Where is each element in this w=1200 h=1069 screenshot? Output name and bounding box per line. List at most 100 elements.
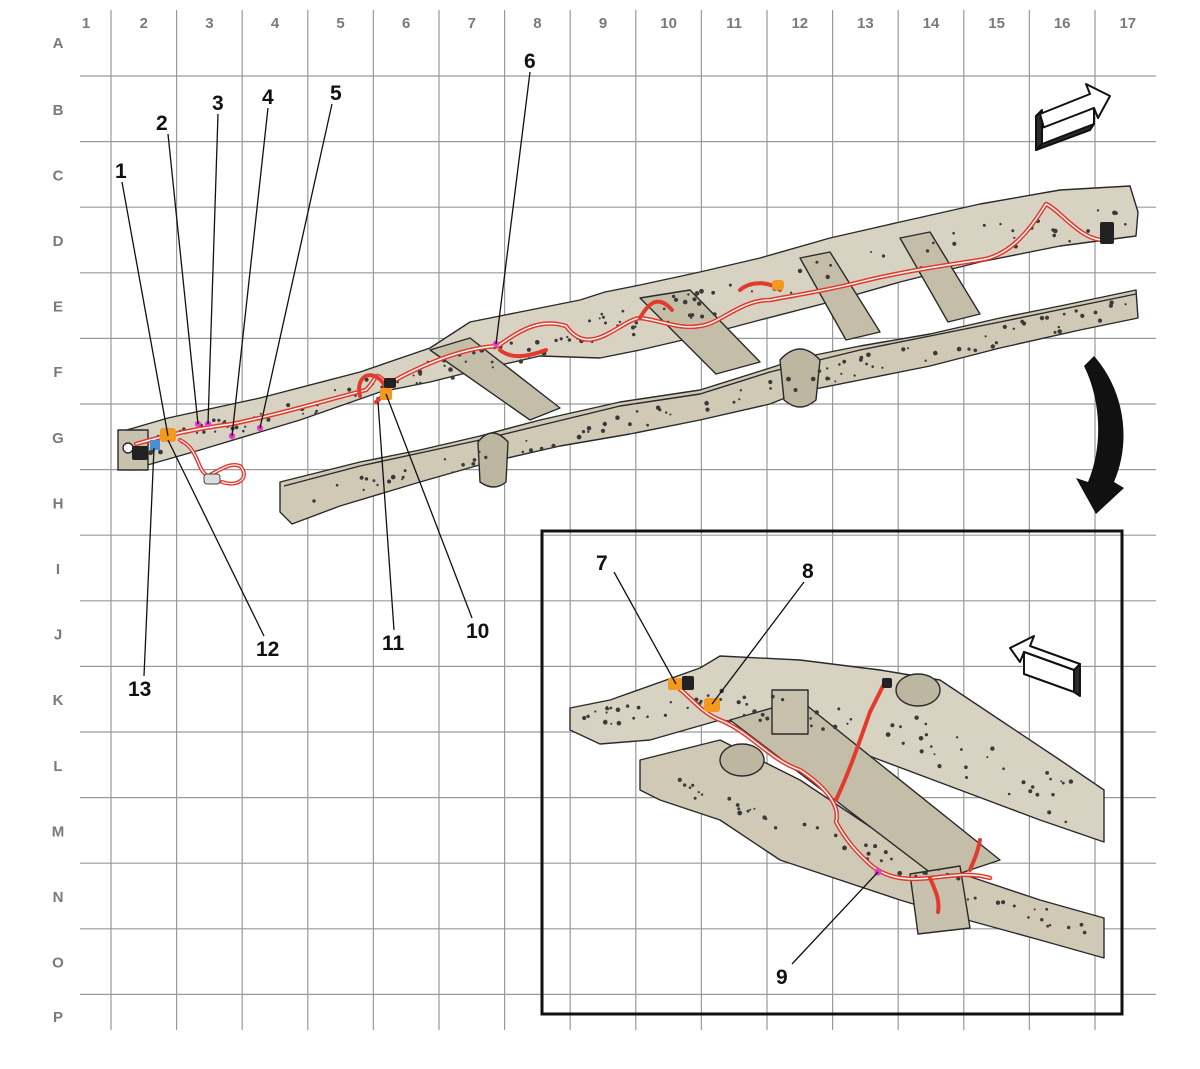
frame-rivet [450,375,455,380]
harness-front-loop-outline [179,439,245,485]
inset-bracket-block [771,689,809,735]
frame-rivet [214,430,217,433]
frame-rivet [594,710,597,713]
grid-column-label: 7 [468,15,476,32]
frame-rivet [1082,930,1087,935]
inset-rear-frame [569,655,1105,959]
frame-rivet [525,439,528,442]
frame-rivet [1007,792,1011,796]
frame-rivet [217,418,221,422]
frame-rivet [781,698,785,702]
frame-rivet [973,348,978,353]
frame-rivet [746,809,750,813]
frame-rivet [195,431,199,434]
frame-rivet [688,786,692,789]
frame-rivet [770,694,775,699]
frame-rivet [764,817,768,820]
frame-rivet [960,748,963,751]
grid-column-label: 9 [599,15,607,32]
frame-rivet [737,807,741,811]
frame-rivet [885,732,891,737]
inset-frame-rail-bottom [639,739,1105,959]
frame-rivet [529,448,533,453]
inset-frame-rail-top [569,655,1105,843]
frame-rivet [1074,309,1078,313]
frame-rivet [817,369,822,373]
cross-member-2 [639,289,761,375]
callout-1: 1 [115,160,127,183]
ground-point-13 [150,440,160,450]
frame-rivet [315,409,318,413]
frame-rivet [669,413,672,416]
frame-rivet [829,263,832,267]
frame-rivet [259,412,262,415]
frame-rivet [576,434,582,440]
frame-rivet [1012,904,1016,908]
frame-rivet [873,844,878,849]
frame-rivet [588,319,591,323]
frame-rivet [266,417,271,422]
rear-spring-bracket [779,348,821,408]
frame-rivet [697,791,700,794]
frame-rivet [669,701,672,704]
grid-column-label: 17 [1119,15,1136,32]
frame-rivet [212,418,216,423]
frame-rivet [1109,300,1114,305]
frame-rivet [1002,324,1007,329]
frame-rivet [849,718,853,721]
frame-rivet [610,722,613,725]
connector-loop-end [203,473,221,485]
frame-rivet [665,411,668,414]
callout-2: 2 [156,112,168,135]
frame-rivet [821,727,825,731]
grid-row-label: H [53,495,64,512]
frame-rivet [964,765,968,769]
frame-rivet [490,360,494,364]
grid-column-label: 5 [336,15,344,32]
frame-rivet [631,325,635,330]
grid-column-label: 3 [205,15,213,32]
frame-rivet [901,741,905,745]
frame-rivet [984,335,987,338]
frame-rivet [773,826,778,830]
frame-rivet [933,350,938,356]
frame-rivet [810,724,813,728]
callout-13: 13 [128,678,151,701]
frame-rivet [600,428,606,433]
frame-rivet [1057,329,1062,334]
main-chassis-frame [117,185,1139,525]
frame-rivet [618,320,622,324]
forward-direction-arrow-icon [1035,83,1111,151]
frame-rivet [956,876,961,881]
frame-rivet [890,857,893,861]
frame-rivet [986,756,989,759]
frame-rivet [700,314,705,319]
grid-row-label: E [53,299,63,316]
grid-row-label: F [53,364,62,381]
grid-row-label: N [53,889,64,906]
frame-rivet [736,700,741,705]
frame-rivet [712,312,717,316]
front-spring-bracket [477,432,509,488]
frame-rivet [815,260,819,264]
frame-rivet [601,315,605,319]
inset-spring-mount-left [719,743,765,777]
frame-rivet [834,380,837,383]
frame-rivet [1053,228,1058,234]
frame-rivet [901,347,906,352]
frame-right-rail [279,289,1139,525]
frame-rivet [1028,789,1033,794]
frame-rivet [890,723,895,728]
frame-rivet [865,362,868,366]
frame-rivet [990,344,995,349]
frame-rivet [810,376,816,382]
frame-rivet [1053,330,1057,334]
frame-rivet [539,446,544,451]
frame-rivet [925,249,930,253]
frame-rivet [704,400,709,406]
frame-rivet [491,366,494,369]
grid-row-label: I [56,561,60,578]
frame-rivet [1068,779,1074,784]
frame-rivet [932,241,935,245]
grid-row-label: L [53,758,62,775]
